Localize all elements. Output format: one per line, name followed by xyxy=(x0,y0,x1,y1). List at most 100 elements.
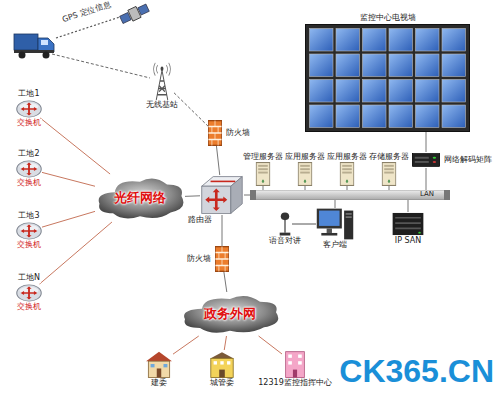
graphic-part xyxy=(442,105,466,128)
graphic-part xyxy=(363,105,387,128)
firewall: 防火墙 xyxy=(208,120,222,146)
node-caption: 应用服务器 xyxy=(284,153,326,161)
graphic-part xyxy=(208,121,221,146)
graphic-part xyxy=(442,80,466,103)
node-caption: 管理服务器 xyxy=(242,153,284,161)
graphic-part xyxy=(284,220,285,233)
node-caption: 交换机 xyxy=(16,119,42,128)
graphic-part xyxy=(363,54,387,77)
connector xyxy=(42,172,95,186)
connector xyxy=(347,186,348,190)
intercom: 语音对讲 xyxy=(278,212,292,236)
graphic-part xyxy=(22,104,36,115)
node-caption: 监控中心电视墙 xyxy=(359,14,417,23)
graphic-part xyxy=(21,287,38,300)
icon xyxy=(200,175,244,215)
connector xyxy=(263,186,264,190)
graphic-part xyxy=(293,370,297,378)
graphic-part xyxy=(340,162,353,185)
connector xyxy=(224,336,226,350)
node-caption: 12319监控指挥中心 xyxy=(257,379,332,388)
node-caption: 应用服务器 xyxy=(326,153,368,161)
graphic-part xyxy=(363,29,387,52)
graphic-part xyxy=(280,233,291,236)
node-caption: 网络解码矩阵 xyxy=(443,156,493,165)
graphic-part xyxy=(304,180,306,183)
video-wall: 监控中心电视墙 xyxy=(305,24,470,132)
cloud-network: 光纤网络 xyxy=(95,174,185,222)
graphic-part xyxy=(17,223,41,239)
graphic-part xyxy=(288,354,292,357)
graphic-part xyxy=(227,361,230,364)
icon xyxy=(316,208,354,240)
graphic-part xyxy=(342,168,352,170)
graphic-part xyxy=(146,352,172,362)
icon xyxy=(208,120,222,146)
graphic-part xyxy=(220,361,223,364)
wheel xyxy=(43,52,50,59)
icon xyxy=(305,24,470,132)
icon xyxy=(215,246,229,272)
graphic-part xyxy=(214,361,217,364)
decoder-matrix: 网络解码矩阵 xyxy=(412,152,440,168)
wheel xyxy=(19,52,26,59)
node-caption: 工地3 xyxy=(17,212,40,221)
graphic-part xyxy=(219,370,225,378)
graphic-part xyxy=(389,105,413,128)
graphic-part xyxy=(342,172,352,174)
graphic-part xyxy=(415,157,429,159)
building: 12319监控指挥中心 xyxy=(282,350,308,378)
router: 路由器 xyxy=(200,175,244,215)
graphic-part xyxy=(433,161,436,163)
icon xyxy=(392,212,424,236)
icon xyxy=(381,162,397,186)
truck-window xyxy=(41,40,48,45)
node-caption: 城管委 xyxy=(209,379,235,388)
graphic-part xyxy=(21,103,38,116)
node-caption: 建委 xyxy=(150,379,168,388)
graphic-part xyxy=(300,168,310,170)
graphic-part xyxy=(336,54,360,77)
icon xyxy=(278,212,292,236)
graphic-part xyxy=(346,216,352,218)
graphic-part xyxy=(433,157,436,159)
graphic-part xyxy=(208,121,221,146)
icon xyxy=(339,162,355,186)
connector xyxy=(173,336,199,354)
node-label: 政务外网 xyxy=(204,307,256,321)
graphic-part xyxy=(336,105,360,128)
graphic-part xyxy=(17,285,41,301)
connector xyxy=(216,146,219,175)
graphic-part xyxy=(305,24,470,132)
graphic-part xyxy=(184,296,278,333)
gps-label: GPS 定位信息 xyxy=(61,1,112,25)
graphic-part xyxy=(346,180,348,183)
graphic-part xyxy=(442,54,466,77)
switch: 工地3交换机 xyxy=(16,222,42,240)
graphic-part xyxy=(210,352,234,358)
graphic-part xyxy=(250,190,450,200)
connector xyxy=(335,200,336,208)
graphic-part xyxy=(262,180,264,183)
graphic-part xyxy=(298,354,302,357)
connector xyxy=(426,132,427,152)
icon xyxy=(16,284,42,302)
connector xyxy=(185,195,200,197)
graphic-part xyxy=(310,80,334,103)
graphic-part xyxy=(215,247,228,272)
client-pc: 客户端 xyxy=(316,208,354,240)
icon xyxy=(16,222,42,240)
node-caption: 无线基站 xyxy=(145,101,179,110)
graphic-part xyxy=(363,80,387,103)
base-station: 无线基站 xyxy=(150,62,174,100)
graphic-part xyxy=(22,288,36,299)
icon xyxy=(150,62,174,100)
graphic-part xyxy=(327,228,332,232)
node-caption: 路由器 xyxy=(187,216,213,225)
graphic-part xyxy=(416,105,440,128)
graphic-part xyxy=(281,212,289,220)
graphic-part xyxy=(382,162,395,185)
graphic-part xyxy=(319,211,340,226)
graphic-part xyxy=(389,29,413,52)
icon xyxy=(16,100,42,118)
